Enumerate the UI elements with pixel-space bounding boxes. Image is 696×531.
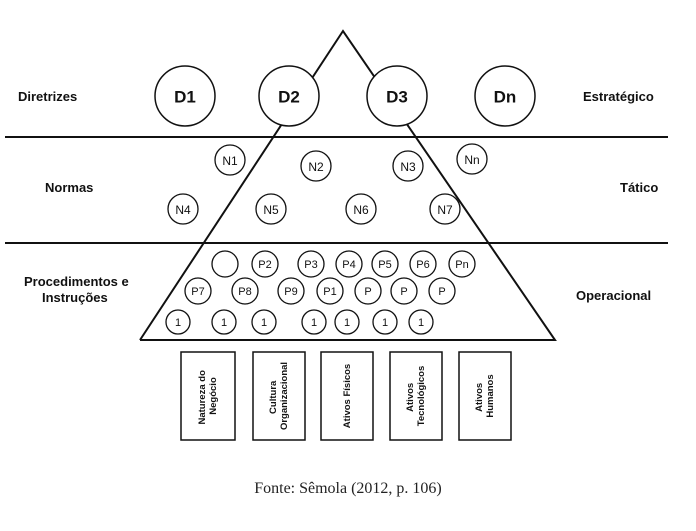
svg-text:P: P [400,286,407,298]
svg-text:D2: D2 [278,88,300,107]
svg-text:1: 1 [261,317,267,329]
label-procedimentos: Procedimentos e [24,274,129,289]
directive-d2: D2 [258,65,320,127]
pyramid-outline [139,29,557,341]
asset-ativos-tecnologicos: Ativos Tecnológicos [389,351,443,441]
svg-text:P3: P3 [304,259,317,271]
label-tatico: Tático [620,180,658,195]
asset-ativos-fisicos: Ativos Físicos [320,351,374,441]
svg-text:D3: D3 [386,88,408,107]
svg-text:N6: N6 [353,203,369,217]
label-operacional: Operacional [576,288,651,303]
instruction-1c: 1 [251,309,277,335]
svg-text:P2: P2 [258,259,271,271]
svg-text:D1: D1 [174,88,196,107]
norm-n1: N1 [214,144,246,176]
svg-text:Dn: Dn [494,88,517,107]
svg-text:1: 1 [175,317,181,329]
label-estrategico: Estratégico [583,89,654,104]
procedure-p9: P9 [277,277,305,305]
label-normas: Normas [45,180,93,195]
svg-text:Nn: Nn [464,153,479,167]
norm-n5: N5 [255,193,287,225]
security-pyramid-diagram: Diretrizes Normas Procedimentos e Instru… [5,29,668,441]
svg-text:Natureza do Negócio: Natureza do Negócio [197,367,219,424]
svg-text:N7: N7 [437,203,453,217]
svg-text:N1: N1 [222,154,238,168]
directive-d3: D3 [366,65,428,127]
svg-text:P4: P4 [342,259,355,271]
instruction-1e: 1 [334,309,360,335]
svg-text:N3: N3 [400,160,416,174]
asset-ativos-humanos: Ativos Humanos [458,351,512,441]
asset-cultura-organizacional: Cultura Organizacional [252,351,306,441]
norm-n3: N3 [392,150,424,182]
svg-text:1: 1 [311,317,317,329]
svg-text:P6: P6 [416,259,429,271]
figure-caption: Fonte: Sêmola (2012, p. 106) [254,480,442,497]
procedure-p-a: P [354,277,382,305]
procedure-p-b: P [390,277,418,305]
procedure-p7: P7 [184,277,212,305]
norm-n4: N4 [167,193,199,225]
label-diretrizes: Diretrizes [18,89,77,104]
norm-nn: Nn [456,143,488,175]
procedure-p8: P8 [231,277,259,305]
directive-dn: Dn [474,65,536,127]
svg-text:P: P [364,286,371,298]
instruction-1d: 1 [301,309,327,335]
procedure-p3: P3 [297,250,325,278]
procedure-p4: P4 [335,250,363,278]
asset-natureza-negocio: Natureza do Negócio [180,351,236,441]
svg-text:P8: P8 [238,286,251,298]
procedure-p2: P2 [251,250,279,278]
svg-text:Cultura Organizacional: Cultura Organizacional [268,362,290,430]
svg-text:P9: P9 [284,286,297,298]
svg-text:1: 1 [221,317,227,329]
norm-n6: N6 [345,193,377,225]
label-instrucoes: Instruções [42,290,108,305]
svg-text:N5: N5 [263,203,279,217]
svg-text:Ativos Humanos: Ativos Humanos [474,374,496,417]
svg-text:Ativos Físicos: Ativos Físicos [342,364,353,428]
procedure-pn: Pn [448,250,476,278]
procedure-p5: P5 [371,250,399,278]
directive-d1: D1 [154,65,216,127]
norm-n7: N7 [429,193,461,225]
svg-text:Pn: Pn [455,259,468,271]
procedure-p-c: P [428,277,456,305]
svg-text:P1: P1 [323,286,336,298]
svg-text:N2: N2 [308,160,324,174]
svg-text:N4: N4 [175,203,191,217]
instruction-1a: 1 [165,309,191,335]
svg-text:P: P [438,286,445,298]
norm-n2: N2 [300,150,332,182]
instruction-1f: 1 [372,309,398,335]
procedure-p1: P1 [316,277,344,305]
svg-text:P7: P7 [191,286,204,298]
svg-text:Ativos Tecnológicos: Ativos Tecnológicos [405,366,427,427]
svg-text:1: 1 [418,317,424,329]
svg-text:P5: P5 [378,259,391,271]
svg-text:1: 1 [344,317,350,329]
instruction-1g: 1 [408,309,434,335]
procedure-p6: P6 [409,250,437,278]
svg-text:1: 1 [382,317,388,329]
procedure-blank [211,250,239,278]
instruction-1b: 1 [211,309,237,335]
